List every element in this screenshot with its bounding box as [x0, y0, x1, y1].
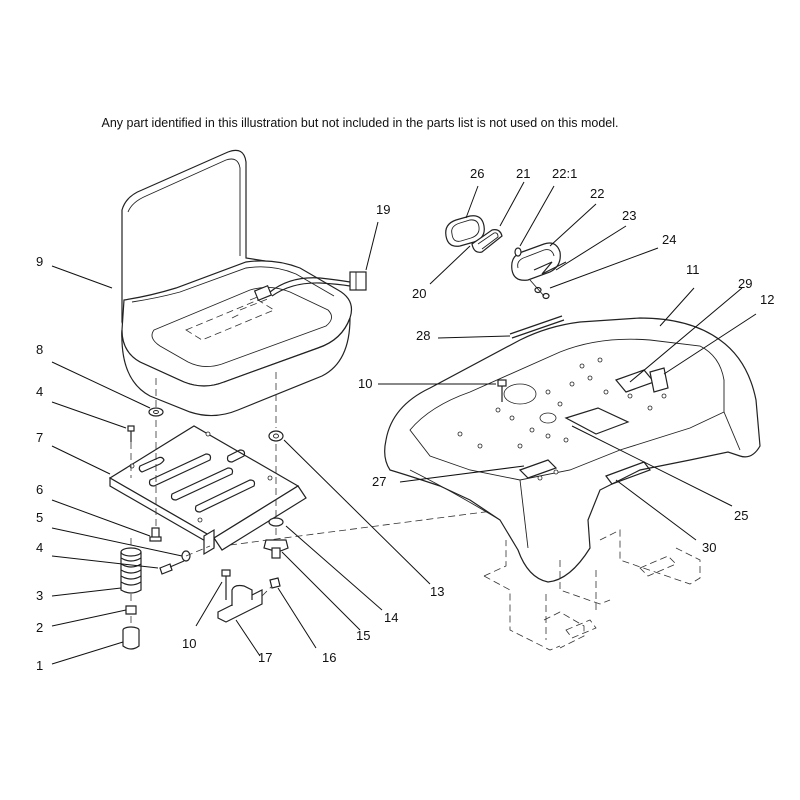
callout-17: 17: [258, 650, 272, 665]
callout-24: 24: [662, 232, 676, 247]
callout-22-1: 22:1: [552, 166, 577, 181]
callout-26: 26: [470, 166, 484, 181]
callout-12: 12: [760, 292, 774, 307]
callout-27: 27: [372, 474, 386, 489]
callout-7: 7: [36, 430, 43, 445]
seat: [121, 149, 367, 428]
callout-2: 2: [36, 620, 43, 635]
frame-brackets: [483, 529, 701, 651]
callout-11: 11: [686, 262, 700, 277]
callout-21: 21: [516, 166, 530, 181]
callout-13: 13: [430, 584, 444, 599]
light-assembly: [445, 215, 567, 300]
callout-14: 14: [384, 610, 398, 625]
callout-19: 19: [376, 202, 390, 217]
callout-22: 22: [590, 186, 604, 201]
callout-30: 30: [702, 540, 716, 555]
illustration-note: Any part identified in this illustration…: [101, 116, 619, 130]
callout-1: 1: [36, 658, 43, 673]
callout-25: 25: [734, 508, 748, 523]
callout-20: 20: [412, 286, 426, 301]
callout-23: 23: [622, 208, 636, 223]
callout-3: 3: [36, 588, 43, 603]
callout-4-upper: 4: [36, 384, 43, 399]
callout-28: 28: [416, 328, 430, 343]
seat-hardware: [120, 407, 501, 650]
callout-16: 16: [322, 650, 336, 665]
callout-5: 5: [36, 510, 43, 525]
callout-4-lower: 4: [36, 540, 43, 555]
callout-15: 15: [356, 628, 370, 643]
callout-10-lower: 10: [182, 636, 196, 651]
callout-8: 8: [36, 342, 43, 357]
callout-6: 6: [36, 482, 43, 497]
leader-lines: [51, 181, 757, 665]
callout-10-upper: 10: [358, 376, 372, 391]
callout-labels: 9 19 8 4 7 6 5 4 3 2 1 10 17 16 15 14 13…: [36, 166, 774, 673]
seat-mounting-plate: [108, 425, 307, 556]
callout-29: 29: [738, 276, 752, 291]
callout-9: 9: [36, 254, 43, 269]
